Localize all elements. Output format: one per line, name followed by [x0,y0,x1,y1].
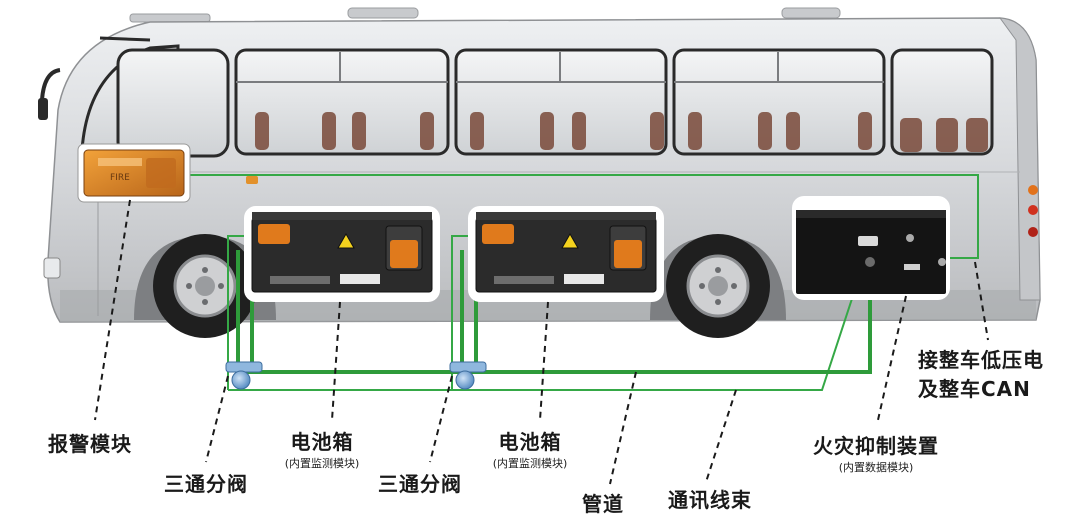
label-battery-box-1-sub: (内置监测模块) [284,457,360,470]
fire-suppression-device-icon [792,196,950,300]
svg-text:FIRE: FIRE [110,173,130,183]
battery-box-2-icon [468,206,664,302]
tee-valve-2-icon [449,361,487,390]
front-wheel [153,234,257,338]
label-tee-valve-1: 三通分阀 [164,472,248,496]
label-fire-suppression-device-sub: (内置数据模块) [838,461,914,474]
label-battery-box-1: 电池箱 [290,430,354,454]
rear-wheel [666,234,770,338]
label-tee-valve-2: 三通分阀 [378,472,462,496]
label-vehicle-lv-can-line1: 接整车低压电 [918,348,1044,372]
leader-lines [94,199,989,485]
tee-valve-1-icon [225,361,263,390]
label-vehicle-lv-can: 接整车低压电 及整车CAN [918,344,1044,402]
label-fire-suppression-group: 火灾抑制装置 (内置数据模块) [796,430,956,475]
label-battery-box-2-sub: (内置监测模块) [492,457,568,470]
label-fire-suppression-device: 火灾抑制装置 [813,434,939,458]
label-alarm-module: 报警模块 [48,432,132,456]
alarm-module-icon: FIRE [77,143,191,203]
label-pipeline: 管道 [582,492,624,516]
battery-box-1-icon [244,206,440,302]
label-battery-box-2-group: 电池箱 (内置监测模块) [470,426,590,471]
label-comm-harness: 通讯线束 [668,488,752,512]
label-battery-box-1-group: 电池箱 (内置监测模块) [262,426,382,471]
label-vehicle-lv-can-line2: 及整车CAN [918,377,1031,401]
label-battery-box-2: 电池箱 [498,430,562,454]
